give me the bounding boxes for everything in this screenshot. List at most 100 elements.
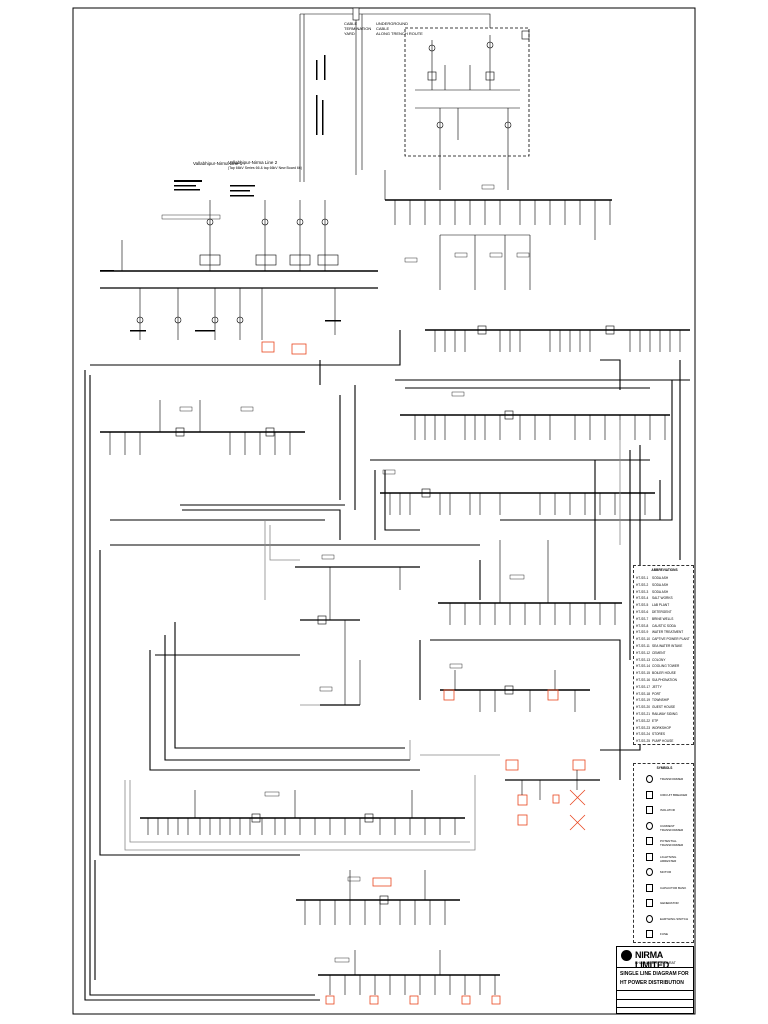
bus-mid-1-feeders xyxy=(434,325,681,352)
bus-left-cluster xyxy=(295,566,420,706)
drawing-title-2: HT POWER DISTRIBUTION xyxy=(620,980,684,986)
title-block: NIRMA LIMITED BHAVNAGAR ; GUJARAT SINGLE… xyxy=(616,946,694,1014)
bus-493-feeders xyxy=(389,488,646,515)
red-cluster xyxy=(505,759,586,831)
legend-name: SULPHONATION xyxy=(652,678,677,682)
symbol-icon xyxy=(646,806,653,814)
line2-label: Vallabhipur-Nirma Line 2 xyxy=(228,160,278,165)
legend-code: HT-SS-8 xyxy=(636,623,649,628)
interconnect-cables xyxy=(84,330,690,1001)
incoming-cables xyxy=(299,13,491,182)
red-label-3 xyxy=(443,689,455,701)
legend-name: CEMENT xyxy=(652,650,666,655)
red-bottom-labels xyxy=(325,995,501,1005)
legend-name: ETP xyxy=(652,718,659,723)
symbol-icon xyxy=(646,790,653,799)
legend-name: COOLING TOWER xyxy=(652,664,680,669)
symbol-item: MOTOR xyxy=(636,866,693,880)
bus-66kv-left-feeders xyxy=(121,200,339,340)
bus-690-feeders xyxy=(454,670,576,712)
symbol-icon xyxy=(646,868,653,876)
symbol-name: FUSE xyxy=(660,932,669,936)
legend-name: WORKSHOP xyxy=(652,725,671,730)
legend-code: HT-SS-18 xyxy=(636,691,650,696)
cable-termination-box xyxy=(352,7,360,21)
legend-code: HT-SS-11 xyxy=(636,644,650,648)
bus-818-feeders xyxy=(147,790,456,835)
symbol-item: POTENTIAL TRANSFORMER xyxy=(636,835,693,849)
drawing-border xyxy=(72,7,696,1015)
symbols-header: SYMBOLS xyxy=(656,766,673,770)
company-name: NIRMA LIMITED xyxy=(635,950,669,970)
legend-name: RAILWAY SIDING xyxy=(652,712,678,716)
symbol-item: FUSE xyxy=(636,928,693,942)
legend-code: HT-SS-3 xyxy=(636,589,649,594)
symbol-icon xyxy=(646,930,653,938)
legend-code: HT-SS-2 xyxy=(636,582,649,587)
bus-left-mid-feeders xyxy=(109,400,291,455)
symbol-item: GENERATOR xyxy=(636,897,693,911)
legend-code: HT-SS-15 xyxy=(636,671,650,676)
legend-code: HT-SS-16 xyxy=(636,678,650,682)
underground-cable-label: UNDERGROUND CABLE ALONG TRENCH ROUTE xyxy=(376,21,423,36)
legend-code: HT-SS-19 xyxy=(636,698,650,703)
legend-name: PORT xyxy=(652,691,661,696)
legend-name: COLONY xyxy=(652,657,666,662)
legend-symbols: SYMBOLS TRANSFORMER CIRCUIT BREAKER ISOLAT… xyxy=(633,763,694,943)
legend-name: LAB PLANT xyxy=(652,603,670,608)
company-location: BHAVNAGAR ; GUJARAT xyxy=(635,961,676,965)
company-logo-icon xyxy=(621,950,632,961)
bus-975-feeders xyxy=(329,950,496,995)
legend-name: SALT WORKS xyxy=(652,596,673,601)
legend-code: HT-SS-6 xyxy=(636,610,649,614)
bus-603-feeders xyxy=(449,540,616,625)
switchyard-box xyxy=(521,30,530,40)
symbol-name: CAPACITOR BANK xyxy=(660,885,687,890)
red-cluster-bus xyxy=(505,770,600,800)
legend-name: SEA WATER INTAKE xyxy=(652,644,683,648)
symbol-name: TRANSFORMER xyxy=(660,777,684,781)
legend-code: HT-SS-4 xyxy=(636,596,649,601)
grey-cables xyxy=(124,420,621,851)
symbol-name: CIRCUIT BREAKER xyxy=(660,792,688,797)
legend-code: HT-SS-10 xyxy=(636,637,650,642)
symbol-icon xyxy=(646,914,653,923)
legend-name: SODA ASH xyxy=(652,582,669,587)
legend-name: DETERGENT xyxy=(652,610,672,614)
symbol-icon xyxy=(646,821,653,830)
fine-print xyxy=(100,180,530,963)
symbol-name: LIGHTNING ARRESTER xyxy=(660,854,677,863)
drawing-title-1: SINGLE LINE DIAGRAM FOR xyxy=(620,971,689,977)
symbol-icon xyxy=(646,775,653,783)
symbol-name: GENERATOR xyxy=(660,901,679,905)
symbol-item: EARTHING SWITCH xyxy=(636,913,693,927)
legend-name: WATER TREATMENT xyxy=(652,630,684,635)
legend-name: JETTY xyxy=(652,684,662,689)
symbol-item: ISOLATOR xyxy=(636,804,693,818)
symbol-item: LIGHTNING ARRESTER xyxy=(636,851,693,865)
symbol-name: EARTHING SWITCH xyxy=(660,916,689,921)
symbol-name: ISOLATOR xyxy=(660,808,675,812)
legend-code: HT-SS-1 xyxy=(636,576,649,580)
line2-sub-label: (Tap 66kV Series 66 & tap 66kV New Board… xyxy=(228,166,302,170)
legend-header: ABBREVIATIONS xyxy=(651,568,678,572)
legend-code: HT-SS-25 xyxy=(636,739,650,744)
red-label-2 xyxy=(291,343,307,355)
